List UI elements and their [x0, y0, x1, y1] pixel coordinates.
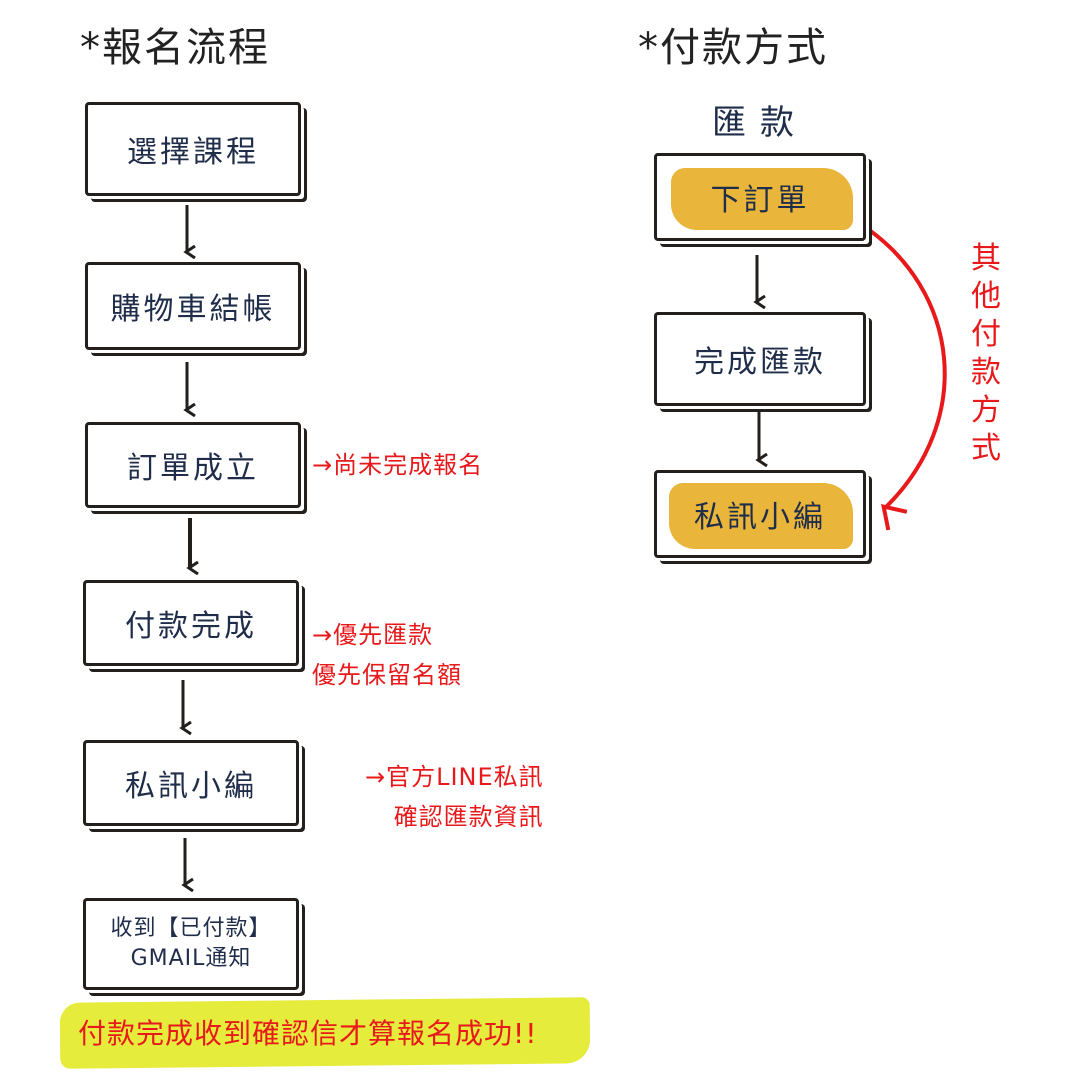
step-label: 購物車結帳: [110, 292, 276, 327]
bank-transfer-label: 匯款: [712, 103, 808, 143]
step-order-created: 訂單成立: [85, 422, 301, 508]
registration-flow-title: *報名流程: [80, 25, 270, 71]
step-label: 選擇課程: [127, 135, 259, 170]
step-place-order: 下訂單: [654, 153, 866, 241]
note-priority-payment: →優先匯款 優先保留名額: [312, 615, 462, 695]
step-message-staff: 私訊小編: [83, 740, 299, 826]
step-cart-checkout: 購物車結帳: [85, 262, 301, 350]
step-label: 收到【已付款】: [110, 916, 272, 941]
payment-method-title: *付款方式: [638, 25, 828, 71]
success-banner-text: 付款完成收到確認信才算報名成功!!: [78, 1017, 538, 1050]
step-label: 完成匯款: [694, 345, 826, 380]
note-line-message: →官方LINE私訊 確認匯款資訊: [365, 757, 544, 837]
step-label: 訂單成立: [127, 451, 259, 486]
note-line: →優先匯款: [312, 621, 434, 649]
step-label: GMAIL通知: [130, 946, 252, 971]
note-order-not-complete: →尚未完成報名: [312, 451, 484, 479]
other-payment-curve-arrow: [860, 223, 947, 531]
step-payment-done: 付款完成: [83, 580, 299, 666]
highlight: [671, 168, 853, 230]
other-payment-label: 其他付款方式: [971, 241, 1001, 466]
step-label: 私訊小編: [125, 769, 257, 804]
step-label: 付款完成: [125, 609, 257, 644]
highlight: [669, 483, 853, 549]
note-line: 優先保留名額: [312, 661, 462, 689]
step-transfer-done: 完成匯款: [654, 312, 866, 406]
note-line: →官方LINE私訊: [365, 763, 544, 791]
step-label: 私訊小編: [694, 500, 826, 535]
step-select-course: 選擇課程: [85, 102, 301, 196]
step-message-staff-right: 私訊小編: [654, 470, 866, 558]
step-gmail-notice: 收到【已付款】 GMAIL通知: [83, 898, 299, 990]
step-label: 下訂單: [710, 183, 810, 218]
note-line: 確認匯款資訊: [393, 803, 544, 831]
